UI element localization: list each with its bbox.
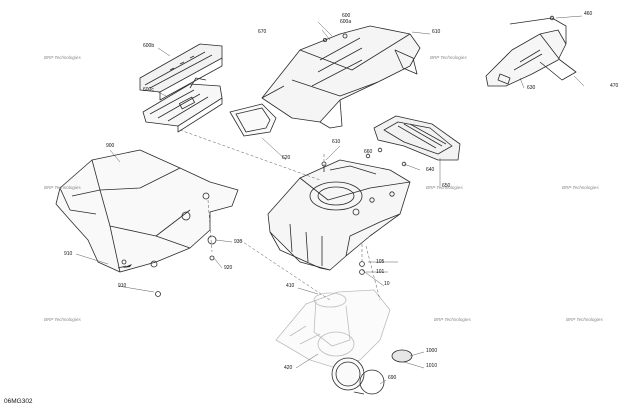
callout-label: 650 — [442, 183, 451, 189]
callout-label: 910 — [64, 251, 73, 257]
air-duct-top-left — [139, 43, 223, 101]
center-housing — [267, 159, 411, 271]
callout-label: 410 — [286, 283, 295, 289]
callout-label: 1000 — [426, 348, 438, 354]
callout-label: 930 — [234, 239, 243, 245]
callout-label: 920 — [224, 265, 233, 271]
callout-label: 600a — [340, 19, 352, 25]
callout-label: 690 — [388, 375, 397, 381]
grille-panel-right — [373, 115, 461, 161]
watermark: BRP Technologies — [44, 185, 81, 190]
callout-label: 910 — [118, 283, 127, 289]
callout-label: 660 — [364, 149, 373, 155]
filter-frame-620 — [229, 103, 277, 137]
floor-panel-left — [55, 149, 239, 273]
callout-label: 610 — [332, 139, 341, 145]
callout-label: 10 — [384, 281, 390, 287]
callout-label: 1010 — [426, 363, 438, 369]
lower-intake-assembly — [275, 289, 391, 369]
watermark: BRP Technologies — [566, 317, 603, 322]
air-intake-duct-center — [261, 25, 421, 129]
figure-code: 06MG302 — [4, 398, 33, 405]
callout-label: 420 — [284, 365, 293, 371]
callout-label: 470 — [610, 83, 619, 89]
callout-label: 600c — [143, 87, 154, 93]
callout-label: 101 — [376, 269, 385, 275]
air-duct-top-right — [485, 15, 577, 87]
callout-leaders — [75, 15, 585, 385]
watermark: BRP Technologies — [44, 55, 81, 60]
air-filter-housing-left — [142, 77, 223, 133]
watermark: BRP Technologies — [434, 317, 471, 322]
watermark: BRP Technologies — [430, 55, 467, 60]
callout-label: 620 — [282, 155, 291, 161]
callout-label: 900 — [106, 143, 115, 149]
callout-label: 640 — [426, 167, 435, 173]
callout-label: 460 — [584, 11, 593, 17]
arrow-icon — [122, 264, 132, 268]
callout-label: 105 — [376, 259, 385, 265]
watermark: BRP Technologies — [426, 185, 463, 190]
callout-label: 600 — [342, 13, 351, 19]
watermark: BRP Technologies — [562, 185, 599, 190]
callout-label: 600b — [143, 43, 155, 49]
leader-lines — [179, 129, 381, 301]
round-covers — [331, 349, 413, 395]
callout-label: 630 — [527, 85, 536, 91]
callout-label: 610 — [432, 29, 441, 35]
watermark: BRP Technologies — [44, 317, 81, 322]
callout-label: 670 — [258, 29, 267, 35]
